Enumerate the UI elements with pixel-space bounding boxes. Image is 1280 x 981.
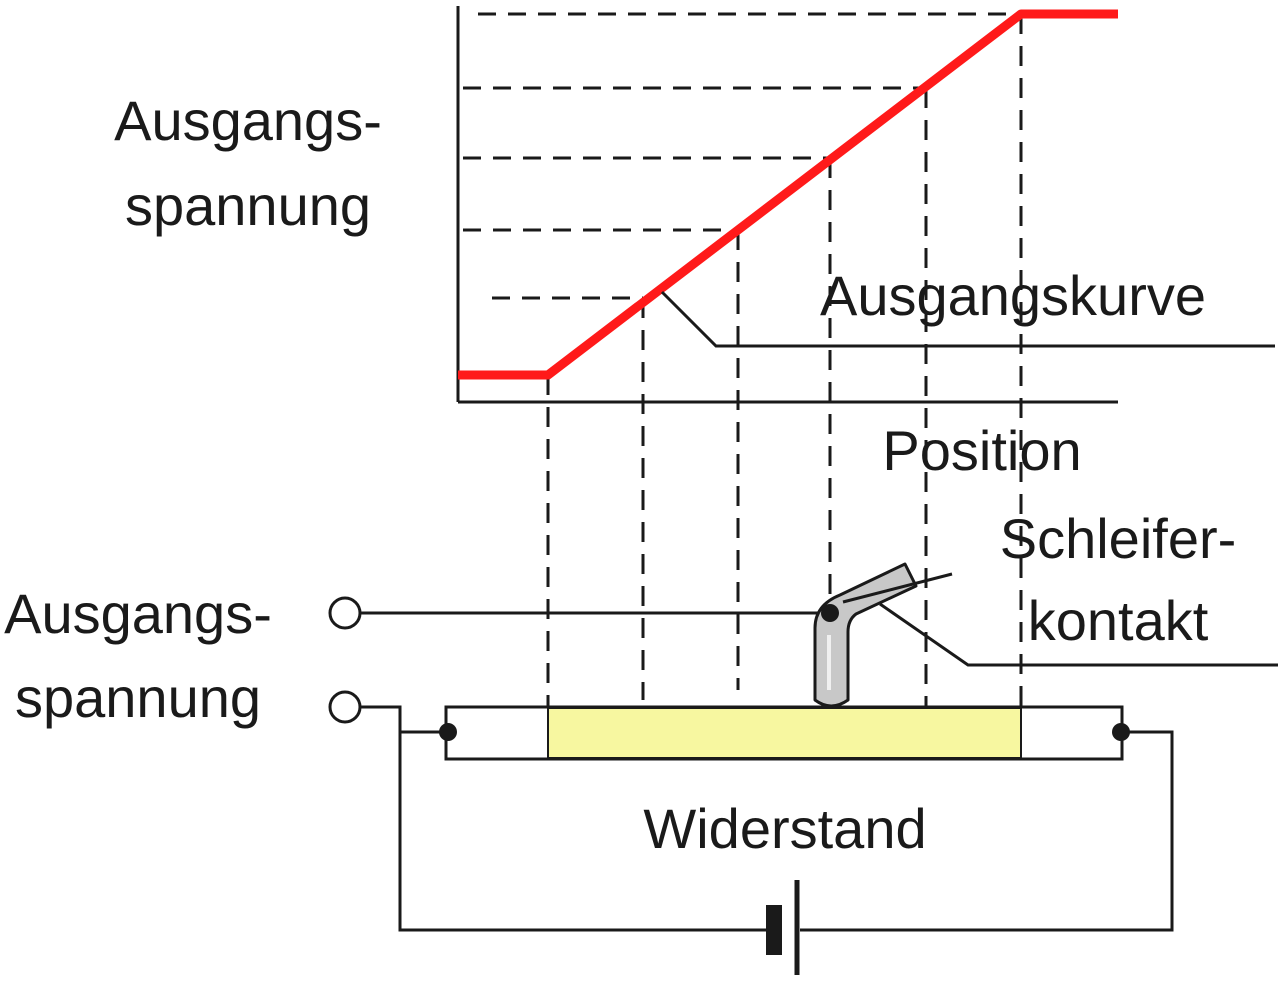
- right-wire: [800, 730, 1174, 932]
- battery: [766, 880, 800, 975]
- graph: Ausgangs- spannung Ausgangskurve Positio…: [114, 6, 1275, 708]
- y-axis-label-line2: spannung: [125, 174, 371, 237]
- output-curve: [458, 9, 1118, 380]
- wiper-arm: [842, 572, 953, 604]
- output-wire-bottom: [360, 705, 770, 932]
- output-label-line1: Ausgangs-: [4, 582, 272, 645]
- y-axis-label-line1: Ausgangs-: [114, 89, 382, 152]
- wiper-contact: [813, 562, 918, 708]
- wiper-leader-line: [879, 602, 1278, 667]
- curve-leader-line: [660, 290, 1275, 348]
- x-axis-label: Position: [882, 419, 1081, 482]
- battery-negative-plate: [766, 905, 782, 955]
- resistor-label: Widerstand: [643, 797, 926, 860]
- output-terminal-top: [328, 596, 362, 630]
- output-label-line2: spannung: [15, 666, 261, 729]
- wiper-label-line1: Schleifer-: [1000, 507, 1237, 570]
- resistive-track: [547, 707, 1022, 759]
- horizontal-guides: [463, 12, 1021, 300]
- output-terminal-bottom: [328, 690, 362, 724]
- right-junction-dot: [1112, 723, 1130, 741]
- vertical-guides: [546, 14, 1023, 708]
- curve-label: Ausgangskurve: [820, 264, 1206, 327]
- wiper-label-line2: kontakt: [1028, 589, 1209, 652]
- wiper-junction-dot: [821, 604, 839, 622]
- circuit: Ausgangs- spannung Schleifer- kontakt Wi…: [4, 507, 1278, 975]
- left-junction-dot: [439, 723, 457, 741]
